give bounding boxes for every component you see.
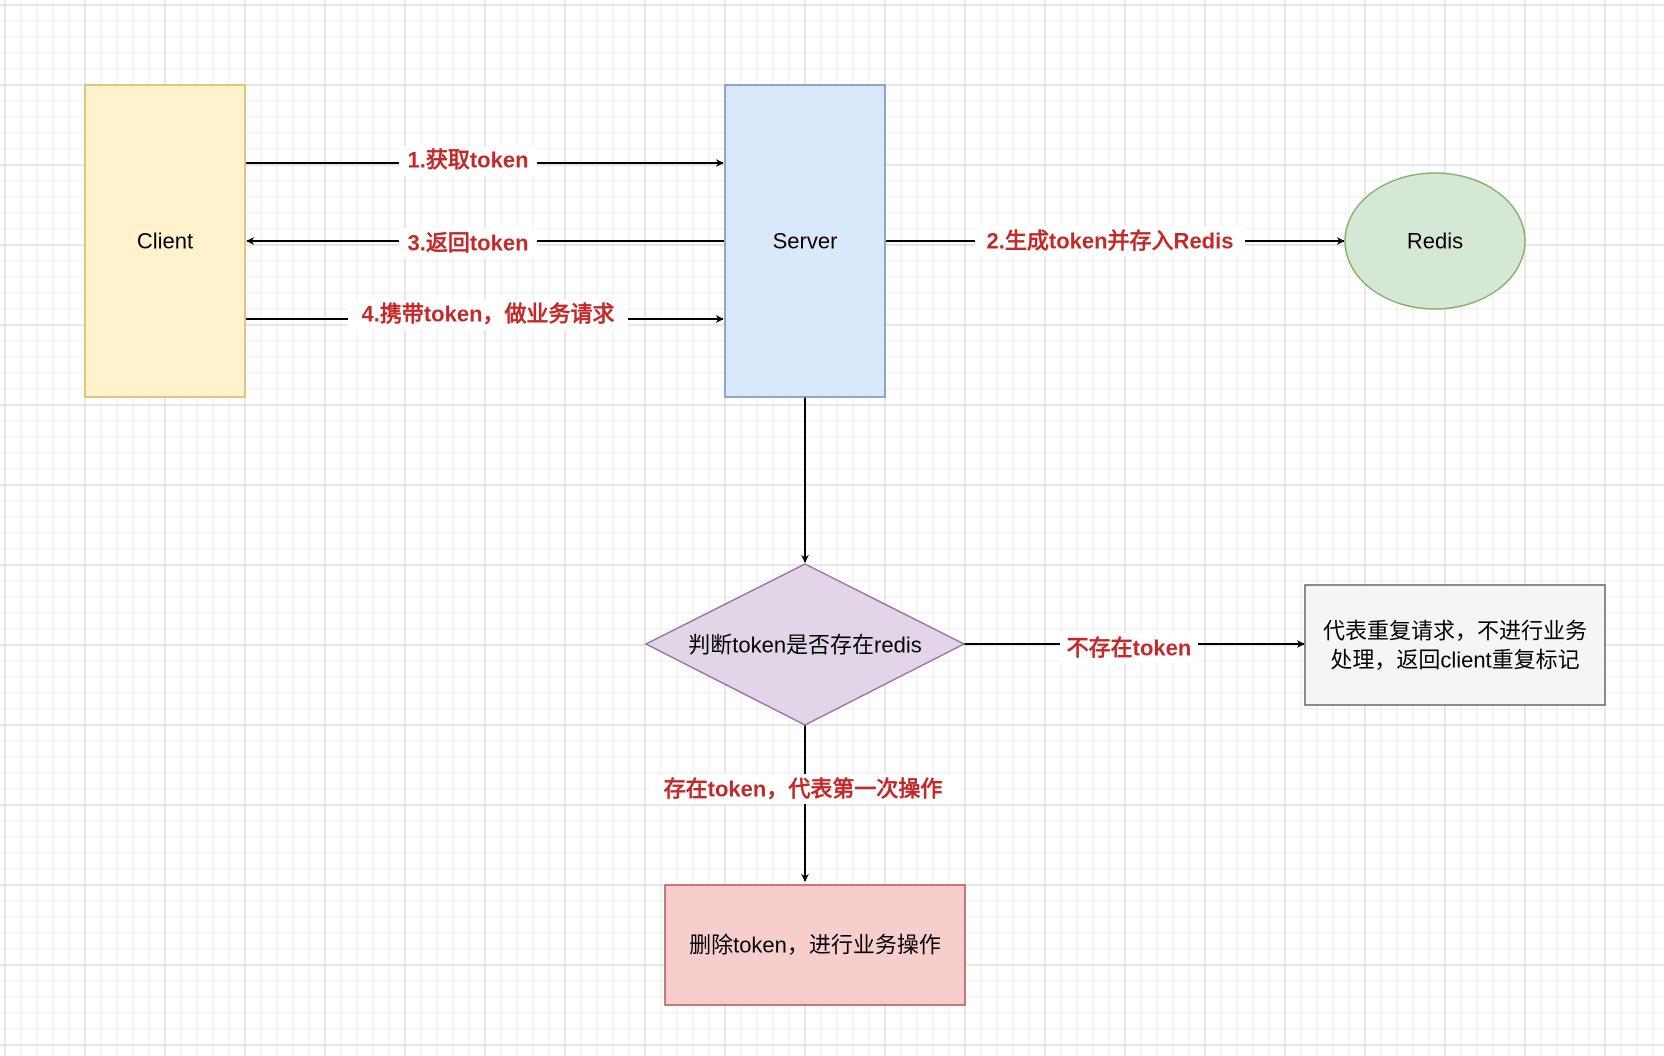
edge-label-gen-token: 2.生成token并存入Redis <box>987 229 1234 254</box>
edge-label-get-token-group: 1.获取token <box>399 146 537 176</box>
delete-token-node[interactable]: 删除token，进行业务操作 <box>664 884 966 1006</box>
redis-node[interactable]: Redis <box>1344 172 1526 310</box>
server-label: Server <box>773 229 838 254</box>
edge-label-gen-token-group: 2.生成token并存入Redis <box>975 226 1245 256</box>
server-node[interactable]: Server <box>724 84 886 398</box>
client-label: Client <box>137 229 193 254</box>
duplicate-request-node[interactable]: 代表重复请求，不进行业务 处理，返回client重复标记 <box>1304 584 1606 706</box>
duplicate-label-line1: 代表重复请求，不进行业务 <box>1323 619 1587 644</box>
decision-node[interactable]: 判断token是否存在redis <box>644 563 966 726</box>
duplicate-label-line2: 处理，返回client重复标记 <box>1330 648 1579 673</box>
edge-label-carry-token: 4.携带token，做业务请求 <box>361 302 614 327</box>
edge-label-not-exist-group: 不存在token <box>1060 633 1198 663</box>
edge-label-carry-token-group: 4.携带token，做业务请求 <box>348 300 628 330</box>
delete-label: 删除token，进行业务操作 <box>689 933 941 958</box>
client-node[interactable]: Client <box>84 84 246 398</box>
decision-label: 判断token是否存在redis <box>688 633 922 658</box>
edge-label-exist: 存在token，代表第一次操作 <box>664 777 943 802</box>
edge-label-return-token: 3.返回token <box>407 231 528 256</box>
edge-label-not-exist: 不存在token <box>1067 636 1192 661</box>
edge-label-get-token: 1.获取token <box>407 148 528 173</box>
edge-label-exist-group: 存在token，代表第一次操作 <box>650 774 960 804</box>
redis-label: Redis <box>1407 229 1463 254</box>
edge-label-return-token-group: 3.返回token <box>399 228 537 258</box>
